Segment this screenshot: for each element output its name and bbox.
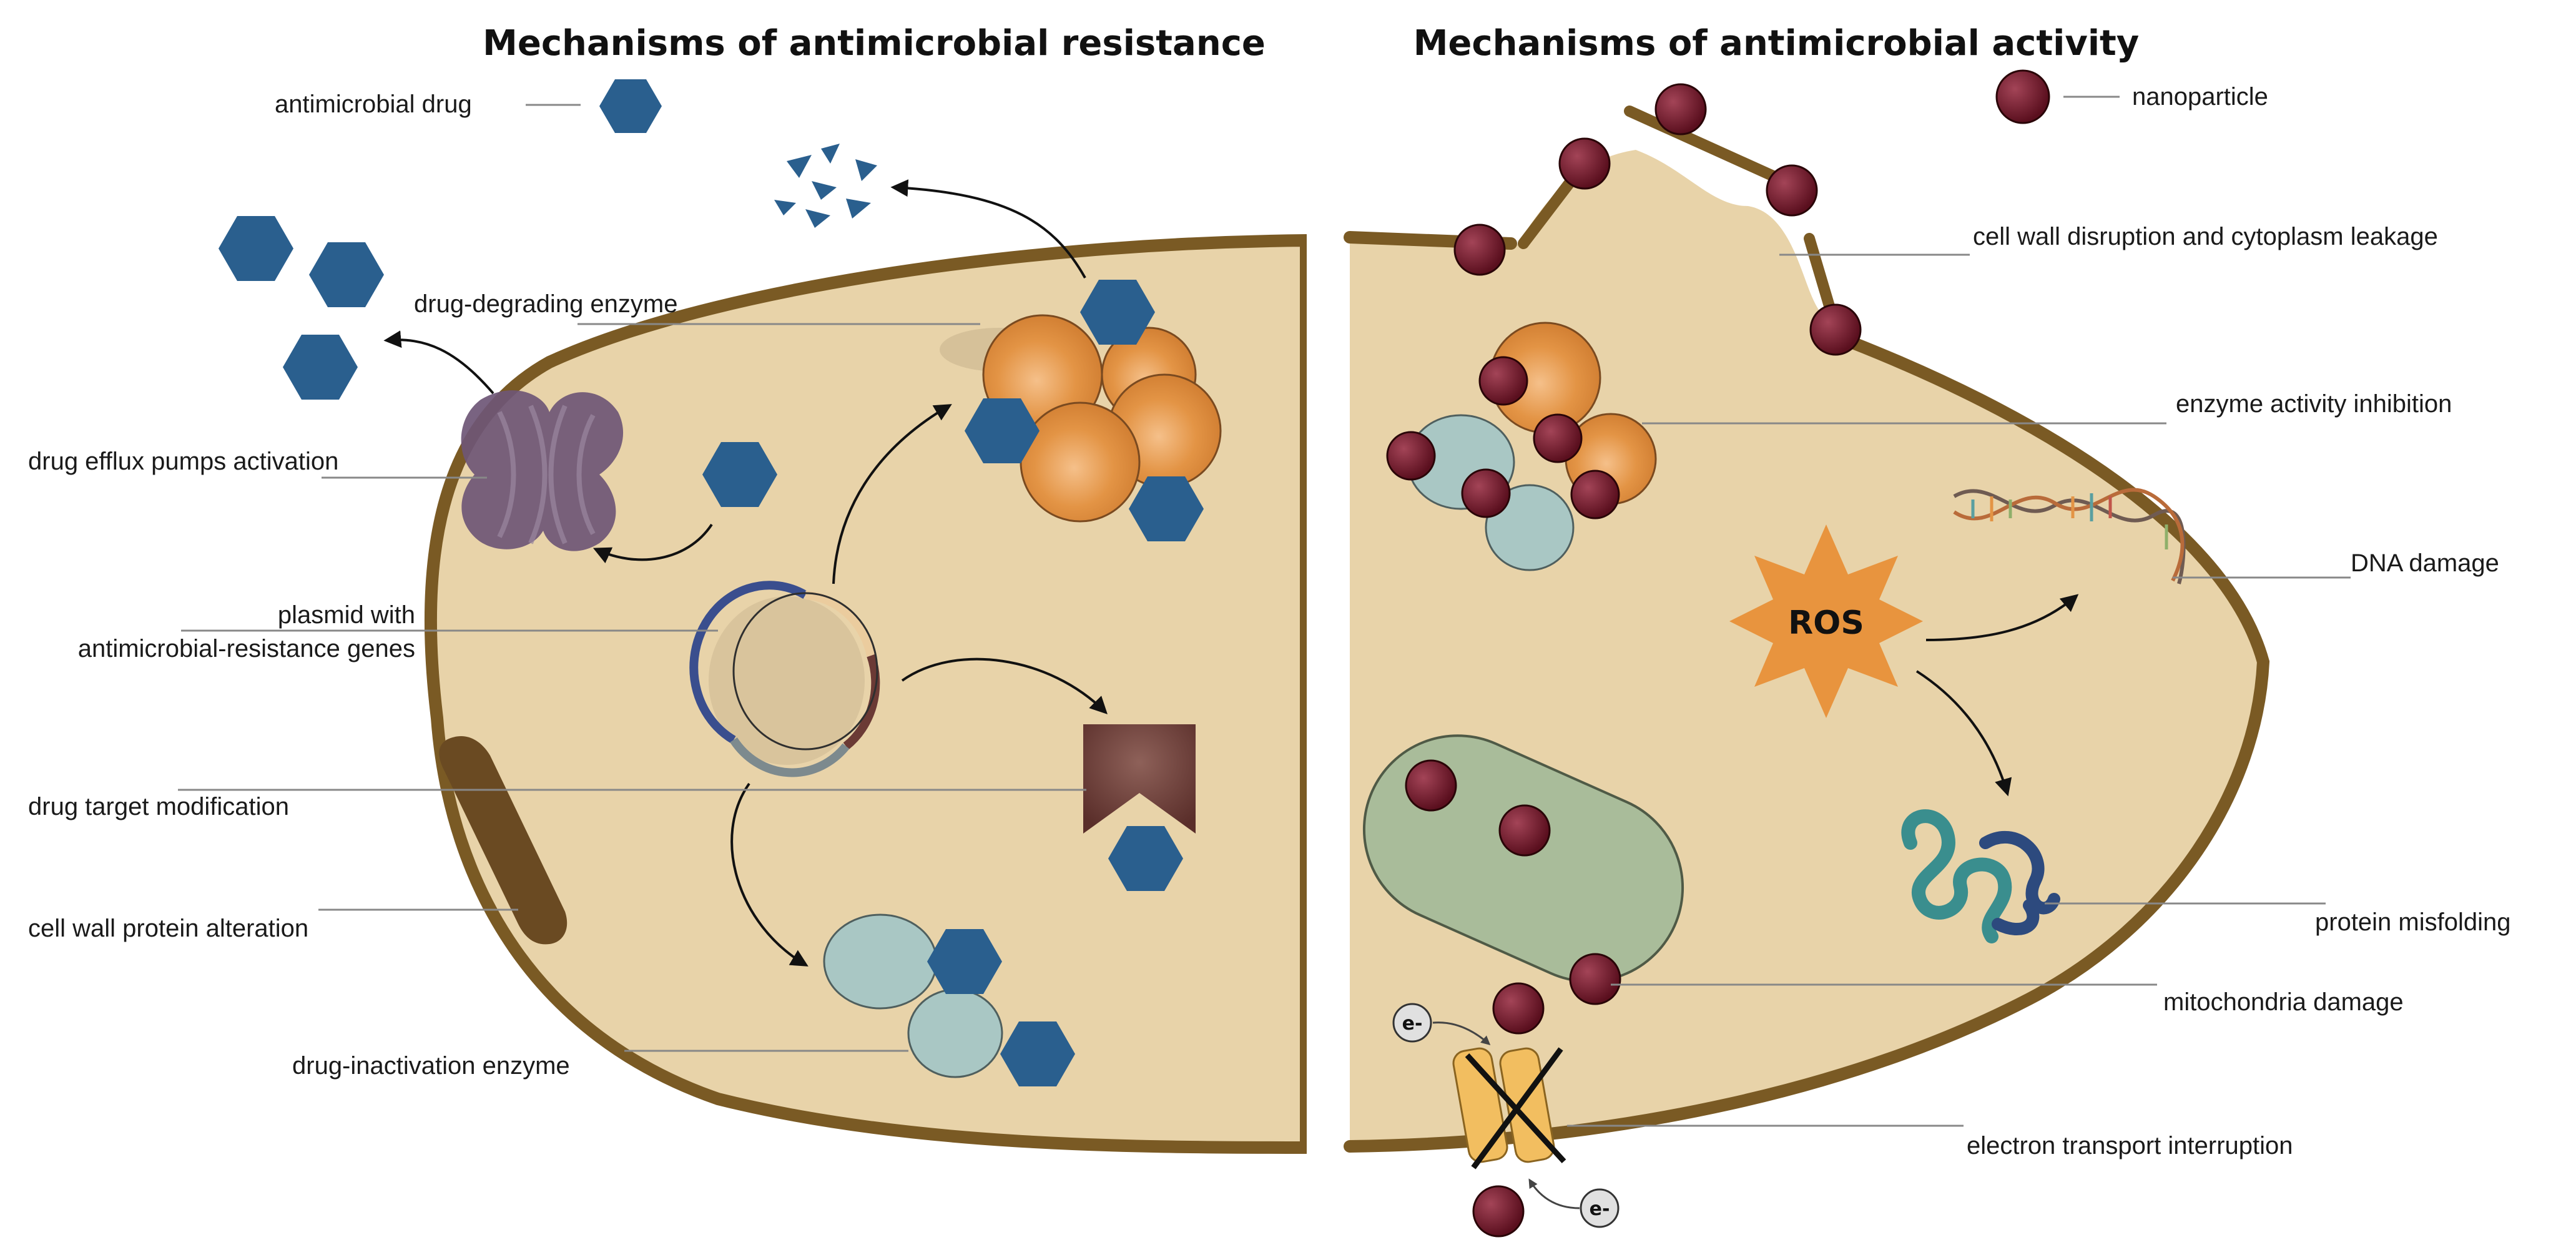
hexagon-icon xyxy=(599,79,662,133)
wall-fragment-1 xyxy=(1518,172,1579,249)
svg-text:e-: e- xyxy=(1590,1198,1610,1220)
hexagon-icon xyxy=(927,929,1002,994)
legend-nanoparticle: nanoparticle xyxy=(1995,69,2268,124)
sphere-icon xyxy=(1533,413,1583,463)
hexagon-icon xyxy=(1080,280,1155,345)
sphere-icon xyxy=(1570,470,1620,519)
label-cell-wall-disruption: cell wall disruption and cytoplasm leaka… xyxy=(1973,223,2438,250)
label-plasmid-line2: antimicrobial-resistance genes xyxy=(78,635,415,662)
sphere-icon xyxy=(1809,303,1862,356)
sphere-icon xyxy=(1654,83,1707,135)
sphere-icon xyxy=(1569,953,1621,1005)
altered-cell-wall-protein xyxy=(439,736,568,945)
label-nanoparticle: nanoparticle xyxy=(2132,83,2268,111)
degraded-drug-fragments xyxy=(774,144,877,228)
misfolded-protein xyxy=(1901,809,2060,943)
electron-right: e- xyxy=(1580,1188,1620,1228)
label-drug-degrading-enzyme: drug-degrading enzyme xyxy=(414,290,677,318)
sphere-icon xyxy=(1461,468,1511,518)
efflux-pump xyxy=(461,390,624,551)
activity-leader-lines xyxy=(1567,253,2351,1127)
ros-label: ROS xyxy=(1788,604,1864,642)
resistance-title: Mechanisms of antimicrobial resistance xyxy=(483,23,1266,64)
activity-title: Mechanisms of antimicrobial activity xyxy=(1413,23,2140,64)
sphere-icon xyxy=(1453,224,1506,276)
right-cell-wall-main xyxy=(1344,336,2270,1153)
hexagon-icon xyxy=(702,442,777,507)
bacterial-cell-left xyxy=(424,225,1344,1161)
electron-transport-protein: e- e- xyxy=(1392,982,1620,1238)
label-electron-transport: electron transport interruption xyxy=(1967,1132,2293,1159)
modified-drug-target xyxy=(1083,724,1196,891)
hexagon-icon xyxy=(283,335,358,400)
hexagon-icon xyxy=(219,216,293,281)
hexagon-icon xyxy=(309,242,384,307)
label-antimicrobial-drug: antimicrobial drug xyxy=(275,91,472,118)
label-drug-inactivation: drug-inactivation enzyme xyxy=(292,1052,570,1080)
label-plasmid-line1: plasmid with xyxy=(278,601,415,629)
label-drug-efflux: drug efflux pumps activation xyxy=(28,448,338,475)
label-cell-wall-protein: cell wall protein alteration xyxy=(28,915,308,942)
wall-fragment-3 xyxy=(1804,233,1835,312)
nanoparticles-wall xyxy=(1453,83,1862,356)
double-helix-icon xyxy=(1953,488,2186,584)
hexagon-icon xyxy=(1108,826,1183,891)
sphere-icon xyxy=(1386,431,1436,481)
svg-text:e-: e- xyxy=(1402,1013,1423,1035)
legend-antimicrobial-drug: antimicrobial drug xyxy=(275,79,662,133)
drug-degrading-enzyme xyxy=(940,280,1222,541)
ros-starburst: ROS xyxy=(1729,524,1923,718)
sphere-icon xyxy=(1492,982,1545,1035)
resistance-arrows xyxy=(383,179,1108,967)
label-dna-damage: DNA damage xyxy=(2351,549,2499,577)
sphere-icon xyxy=(1498,804,1551,857)
label-mito-damage: mitochondria damage xyxy=(2163,988,2404,1016)
mitochondrion xyxy=(1362,734,1684,1005)
drug-inactivation-enzyme xyxy=(823,913,1075,1086)
sphere-icon xyxy=(1478,356,1528,406)
label-protein-misfolding: protein misfolding xyxy=(2315,908,2511,936)
resistance-leader-lines xyxy=(178,323,1086,1052)
activity-arrows xyxy=(1915,594,2079,797)
sphere-icon xyxy=(1472,1185,1525,1238)
wall-fragment-2 xyxy=(1624,106,1804,193)
starburst-icon xyxy=(1729,524,1923,718)
plasmid xyxy=(689,581,880,777)
hexagon-icon xyxy=(1129,476,1204,541)
hexagon-icon xyxy=(1000,1021,1075,1086)
sphere-icon xyxy=(1995,69,2050,124)
hexagon-icon xyxy=(965,398,1040,463)
sphere-icon xyxy=(1558,137,1611,190)
electron-left: e- xyxy=(1392,1003,1432,1043)
sphere-icon xyxy=(1405,759,1457,812)
label-enzyme-inhibition: enzyme activity inhibition xyxy=(2176,390,2452,418)
expelled-drugs xyxy=(219,216,384,400)
sphere-icon xyxy=(1766,164,1818,217)
label-drug-target: drug target modification xyxy=(28,793,289,820)
inhibited-enzyme-cluster xyxy=(1386,322,1657,571)
